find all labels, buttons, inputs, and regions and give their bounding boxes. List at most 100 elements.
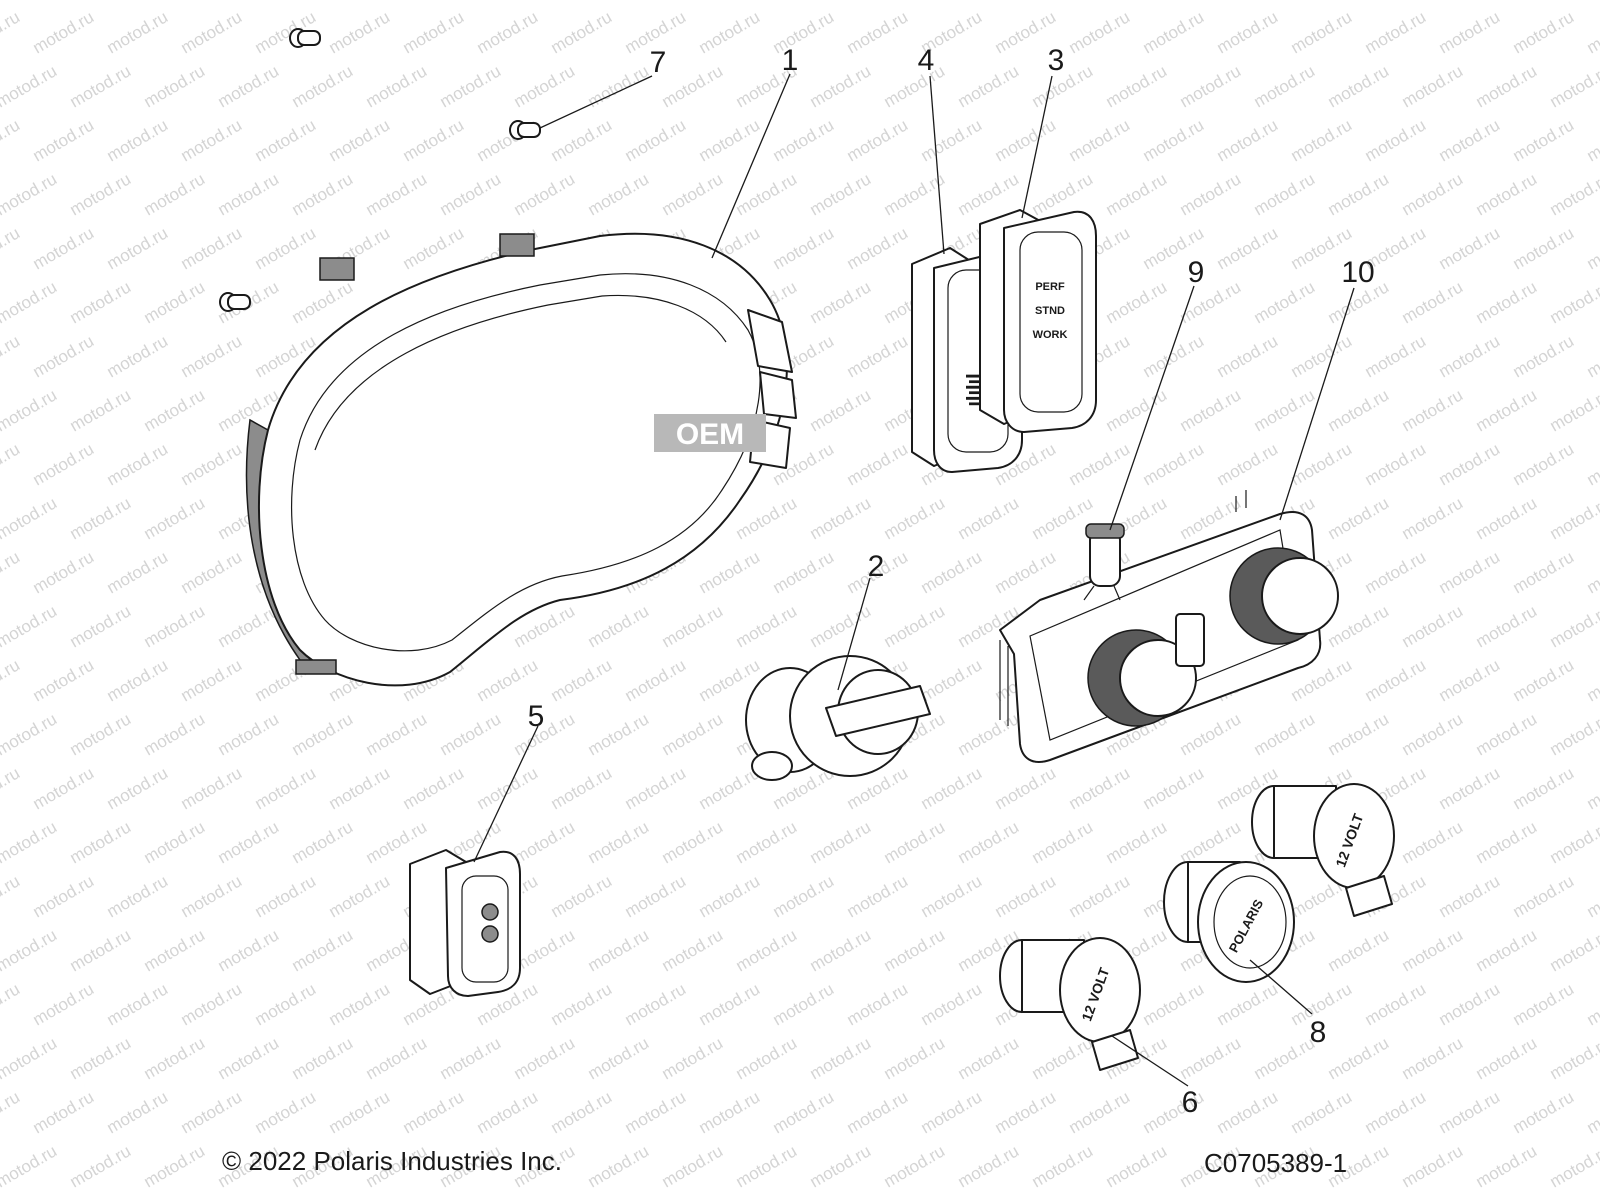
watermark-text: motod.ru (1510, 871, 1578, 921)
watermark-text: motod.ru (1140, 7, 1208, 57)
watermark-text: motod.ru (733, 493, 801, 543)
watermark-text: motod.ru (1547, 1141, 1600, 1191)
watermark-text: motod.ru (289, 925, 357, 975)
watermark-text: motod.ru (1103, 1141, 1171, 1191)
watermark-text: motod.ru (548, 115, 616, 165)
watermark-text: motod.ru (733, 817, 801, 867)
watermark-text: motod.ru (1399, 1033, 1467, 1083)
watermark-text: motod.ru (1584, 331, 1600, 381)
watermark-text: motod.ru (289, 277, 357, 327)
watermark-text: motod.ru (1362, 979, 1430, 1029)
part-10-hvac-control-panel (999, 490, 1339, 763)
watermark-text: motod.ru (0, 115, 23, 165)
watermark-text: motod.ru (0, 169, 60, 219)
watermark-text: motod.ru (178, 223, 246, 273)
watermark-text: motod.ru (289, 61, 357, 111)
watermark-text: motod.ru (215, 709, 283, 759)
switch-3-label-stnd: STND (1035, 305, 1065, 317)
watermark-text: motod.ru (1473, 817, 1541, 867)
watermark-text: motod.ru (955, 817, 1023, 867)
watermark-text: motod.ru (1362, 655, 1430, 705)
watermark-text: motod.ru (400, 1087, 468, 1137)
watermark-text: motod.ru (844, 115, 912, 165)
watermark-text: motod.ru (1214, 1087, 1282, 1137)
callout-10: 10 (1341, 256, 1374, 289)
watermark-text: motod.ru (215, 925, 283, 975)
watermark-text: motod.ru (178, 331, 246, 381)
watermark-text: motod.ru (733, 601, 801, 651)
watermark-text: motod.ru (1399, 601, 1467, 651)
watermark-text: motod.ru (1510, 655, 1578, 705)
watermark-text: motod.ru (881, 601, 949, 651)
watermark-text: motod.ru (1584, 871, 1600, 921)
watermark-text: motod.ru (511, 0, 579, 3)
watermark-text: motod.ru (0, 385, 60, 435)
watermark-text: motod.ru (1584, 763, 1600, 813)
watermark-text: motod.ru (1066, 115, 1134, 165)
watermark-text: motod.ru (1029, 0, 1097, 3)
push-pin (219, 292, 251, 312)
watermark-text: motod.ru (67, 1033, 135, 1083)
outlet-12v-lower: 12 VOLT (999, 937, 1141, 1071)
watermark-text: motod.ru (1214, 7, 1282, 57)
watermark-text: motod.ru (363, 169, 431, 219)
watermark-text: motod.ru (1029, 1033, 1097, 1083)
watermark-text: motod.ru (659, 601, 727, 651)
watermark-text: motod.ru (30, 331, 98, 381)
watermark-text: motod.ru (30, 763, 98, 813)
watermark-text: motod.ru (1362, 7, 1430, 57)
watermark-text: motod.ru (992, 1087, 1060, 1137)
watermark-text: motod.ru (30, 439, 98, 489)
watermark-text: motod.ru (104, 655, 172, 705)
watermark-text: motod.ru (67, 709, 135, 759)
watermark-text: motod.ru (733, 1033, 801, 1083)
watermark-text: motod.ru (437, 169, 505, 219)
watermark-text: motod.ru (1399, 0, 1467, 3)
watermark-text: motod.ru (0, 1033, 60, 1083)
watermark-text: motod.ru (1362, 115, 1430, 165)
watermark-text: motod.ru (30, 655, 98, 705)
watermark-text: motod.ru (141, 925, 209, 975)
watermark-text: motod.ru (326, 1087, 394, 1137)
watermark-text: motod.ru (1251, 61, 1319, 111)
watermark-text: motod.ru (1214, 331, 1282, 381)
watermark-text: motod.ru (1584, 547, 1600, 597)
watermark-text: motod.ru (0, 331, 23, 381)
watermark-text: motod.ru (1547, 385, 1600, 435)
watermark-text: motod.ru (807, 601, 875, 651)
watermark-text: motod.ru (0, 1087, 23, 1137)
watermark-text: motod.ru (252, 1087, 320, 1137)
watermark-text: motod.ru (696, 7, 764, 57)
watermark-text: motod.ru (0, 655, 23, 705)
watermark-text: motod.ru (770, 871, 838, 921)
watermark-text: motod.ru (585, 1033, 653, 1083)
watermark-text: motod.ru (0, 547, 23, 597)
watermark-text: motod.ru (844, 7, 912, 57)
watermark-text: motod.ru (252, 223, 320, 273)
watermark-text: motod.ru (67, 925, 135, 975)
watermark-text: motod.ru (400, 7, 468, 57)
watermark-text: motod.ru (1140, 115, 1208, 165)
watermark-text: motod.ru (1399, 277, 1467, 327)
watermark-text: motod.ru (0, 439, 23, 489)
watermark-text: motod.ru (548, 979, 616, 1029)
callout-2: 2 (868, 550, 885, 583)
watermark-text: motod.ru (1103, 0, 1171, 3)
watermark-text: motod.ru (178, 763, 246, 813)
watermark-text: motod.ru (1362, 1087, 1430, 1137)
callout-5: 5 (528, 700, 545, 733)
watermark-text: motod.ru (1251, 385, 1319, 435)
callout-labels: 1 2 3 4 5 6 7 8 9 10 (528, 44, 1375, 1119)
watermark-text: motod.ru (1399, 1141, 1467, 1191)
watermark-text: motod.ru (252, 763, 320, 813)
watermark-text: motod.ru (1584, 223, 1600, 273)
watermark-text: motod.ru (400, 115, 468, 165)
leader-lines (473, 73, 1355, 1087)
watermark-text: motod.ru (622, 1087, 690, 1137)
oem-badge-text: OEM (676, 418, 744, 451)
watermark-text: motod.ru (30, 7, 98, 57)
watermark-text: motod.ru (326, 871, 394, 921)
watermark-text: motod.ru (770, 547, 838, 597)
watermark-text: motod.ru (141, 385, 209, 435)
watermark-text: motod.ru (1547, 601, 1600, 651)
